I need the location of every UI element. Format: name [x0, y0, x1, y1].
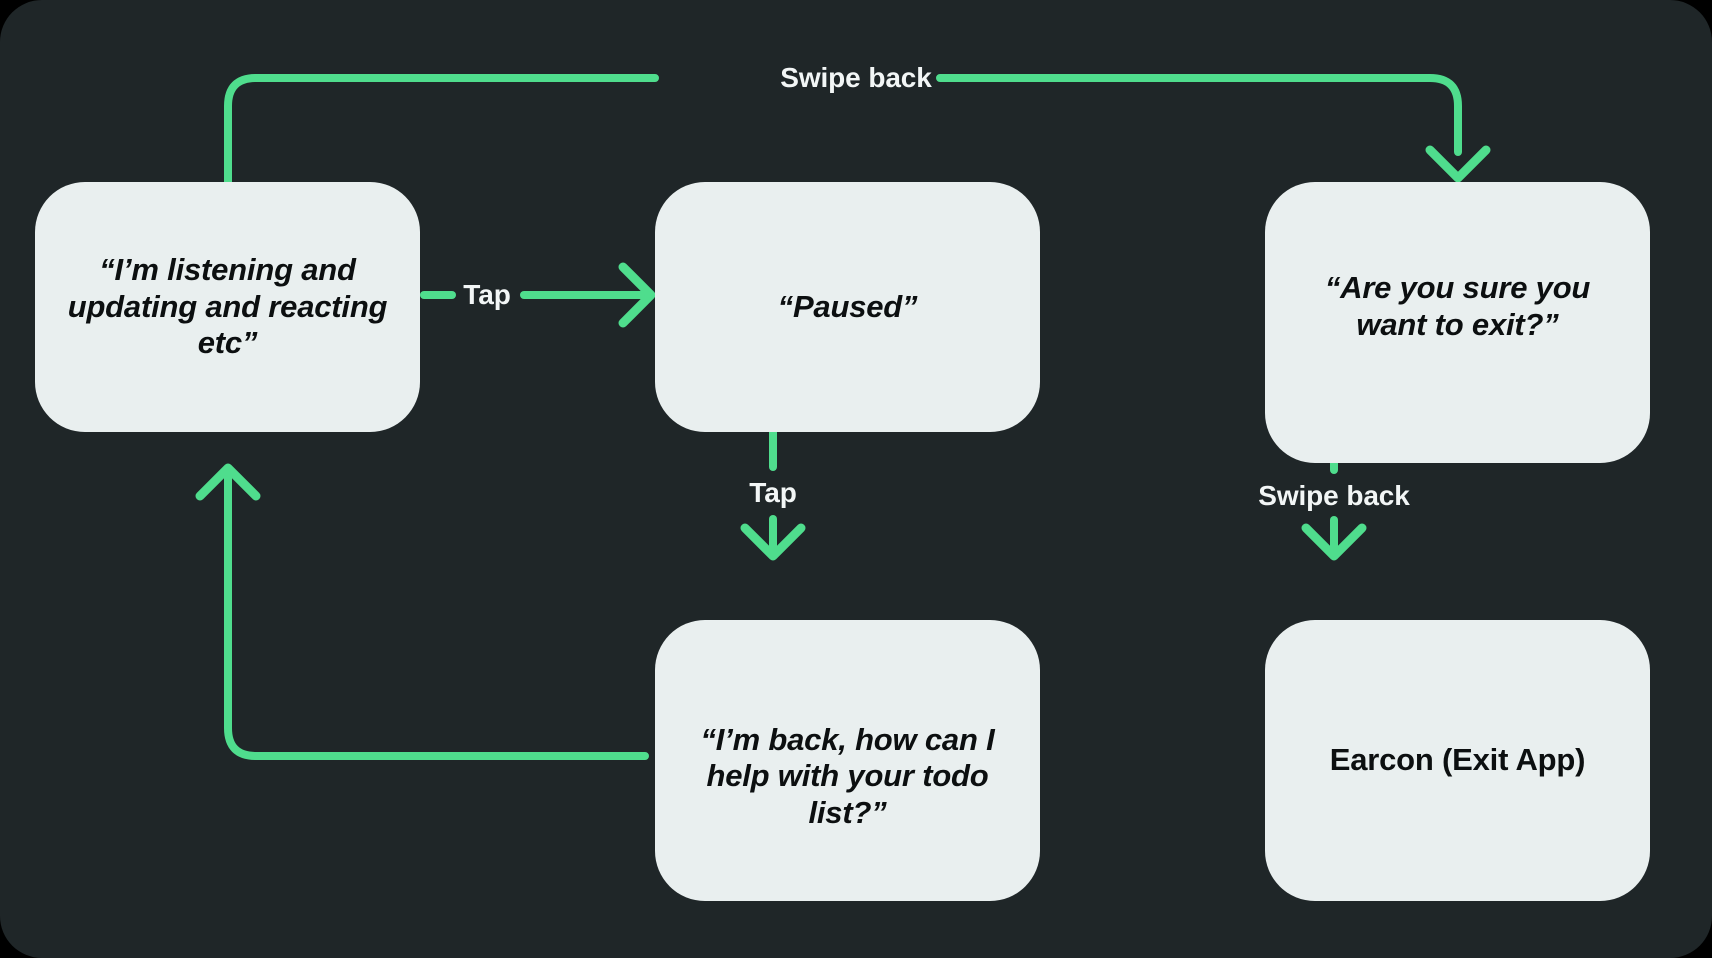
edge-label-swipe-back-right: Swipe back [1258, 480, 1410, 511]
edge-label-tap-vertical: Tap [749, 477, 797, 508]
edge-loop-back-to-listening [224, 468, 649, 760]
node-listening[interactable]: “I’m listening and updating and reacting… [35, 182, 420, 432]
node-earcon-label: Earcon (Exit App) [1329, 742, 1586, 778]
node-exit-confirm[interactable]: “Are you sure you want to exit?” [1265, 182, 1650, 463]
arrowhead-down-into-earcon [1301, 523, 1367, 561]
edge-swipe-back-top-left-segment [224, 74, 659, 186]
node-back[interactable]: “I’m back, how can I help with your todo… [655, 620, 1040, 901]
edge-swipe-back-top-right-segment [936, 74, 1462, 156]
node-earcon[interactable]: Earcon (Exit App) [1265, 620, 1650, 901]
node-paused[interactable]: “Paused” [655, 182, 1040, 432]
node-paused-label: “Paused” [777, 288, 918, 324]
edge-label-swipe-back-top: Swipe back [780, 62, 932, 93]
node-listening-label: “I’m listening and updating and reacting… [67, 252, 388, 361]
node-exit-confirm-label: “Are you sure you want to exit?” [1324, 269, 1591, 342]
edge-label-tap-horizontal: Tap [463, 279, 511, 310]
arrowhead-up-into-listening [195, 463, 261, 501]
node-back-label: “I’m back, how can I help with your todo… [700, 721, 995, 830]
arrowhead-down-into-exit-confirm [1425, 145, 1491, 183]
arrowhead-right-into-paused [618, 262, 656, 328]
arrowhead-down-into-back [740, 523, 806, 561]
